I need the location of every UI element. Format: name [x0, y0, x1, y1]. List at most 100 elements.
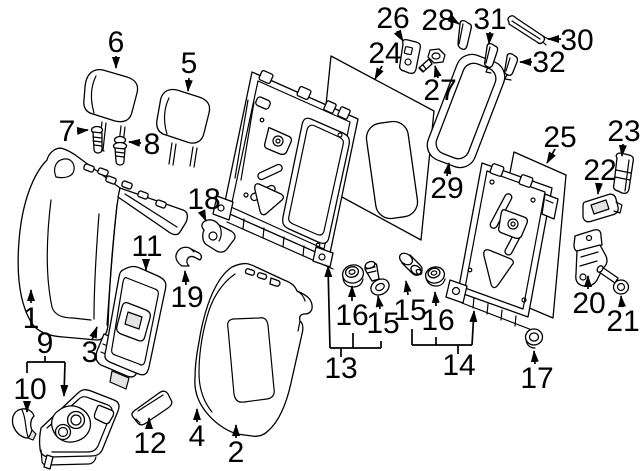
leader-arrow: [403, 280, 412, 296]
part-24-back-panel-left: [317, 55, 435, 241]
part-16-bushing-right: [424, 266, 446, 287]
callout-label-32[interactable]: 32: [532, 46, 565, 79]
callout-16-right[interactable]: 16: [421, 291, 455, 337]
part-30-retaining-rod: [507, 15, 549, 46]
callout-24[interactable]: 24: [368, 37, 402, 80]
callout-label-28[interactable]: 28: [421, 4, 454, 37]
callout-label-4[interactable]: 4: [189, 420, 206, 453]
callout-label-10[interactable]: 10: [13, 373, 46, 406]
callout-label-23[interactable]: 23: [607, 115, 640, 148]
part-27-hex-bolt: [418, 48, 446, 73]
callout-1[interactable]: 1: [23, 289, 40, 335]
part-1-seat-back-cover-left: [17, 147, 189, 341]
callout-25[interactable]: 25: [543, 121, 577, 164]
callout-label-12[interactable]: 12: [133, 427, 166, 460]
callout-27[interactable]: 27: [423, 65, 457, 107]
callout-label-20[interactable]: 20: [572, 287, 605, 320]
leader-arrow: [530, 350, 539, 365]
callout-21[interactable]: 21: [606, 295, 640, 338]
part-26-small-bracket: [398, 38, 422, 75]
callout-label-26[interactable]: 26: [376, 2, 409, 35]
leader-arrow: [595, 182, 603, 195]
leader-arrow: [546, 148, 556, 164]
callout-23[interactable]: 23: [607, 115, 640, 157]
callout-5[interactable]: 5: [181, 47, 198, 92]
callout-15-left[interactable]: 15: [366, 295, 400, 340]
callout-label-2[interactable]: 2: [228, 436, 245, 469]
callout-label-21[interactable]: 21: [606, 305, 639, 338]
callout-11[interactable]: 11: [131, 230, 163, 271]
callout-31[interactable]: 31: [473, 3, 507, 45]
callout-26[interactable]: 26: [376, 2, 410, 42]
leader-arrow: [197, 209, 207, 222]
callout-label-7[interactable]: 7: [59, 115, 76, 148]
callout-32[interactable]: 32: [519, 46, 566, 79]
callout-22[interactable]: 22: [583, 154, 617, 195]
part-17-grommet: [524, 328, 544, 349]
callout-19[interactable]: 19: [170, 270, 204, 314]
callout-label-17[interactable]: 17: [520, 362, 553, 395]
callout-label-27[interactable]: 27: [423, 74, 456, 107]
callout-label-25[interactable]: 25: [543, 121, 576, 154]
part-10-trim-wedge: [11, 408, 37, 441]
callout-label-29[interactable]: 29: [430, 172, 463, 205]
callout-7[interactable]: 7: [59, 115, 89, 148]
callout-16-left[interactable]: 16: [335, 285, 369, 332]
callout-14[interactable]: 14: [411, 310, 478, 382]
part-15-pivot-bolt-left: [364, 260, 390, 296]
leader-arrow: [374, 65, 384, 80]
callout-label-8[interactable]: 8: [144, 128, 161, 161]
part-18-bracket: [201, 219, 236, 253]
leader-arrow: [469, 310, 478, 346]
part-9-cup-holder: [38, 389, 120, 470]
leader-arrow: [443, 162, 452, 177]
callout-label-22[interactable]: 22: [583, 154, 616, 187]
leader-arrow: [181, 270, 190, 286]
callout-20[interactable]: 20: [572, 275, 606, 320]
part-15-pivot-bolt-right: [398, 252, 423, 276]
bracket-line: [26, 356, 65, 373]
callout-label-16[interactable]: 16: [335, 299, 368, 332]
callout-30[interactable]: 30: [547, 24, 594, 57]
part-8-headrest-guide-lock: [112, 135, 128, 166]
callout-label-13[interactable]: 13: [324, 352, 357, 385]
callout-15-right[interactable]: 15: [393, 280, 427, 327]
callout-label-15[interactable]: 15: [366, 307, 399, 340]
callout-3[interactable]: 3: [82, 326, 99, 369]
callout-17[interactable]: 17: [520, 350, 554, 395]
callout-label-30[interactable]: 30: [560, 24, 593, 57]
part-5-headrest-right: [156, 88, 211, 168]
part-12-trim-pad: [131, 390, 173, 426]
callout-label-14[interactable]: 14: [442, 349, 475, 382]
callout-4[interactable]: 4: [189, 408, 206, 453]
callout-label-16[interactable]: 16: [421, 304, 454, 337]
callout-10[interactable]: 10: [13, 373, 47, 413]
callout-6[interactable]: 6: [108, 26, 125, 69]
callout-label-1[interactable]: 1: [23, 302, 40, 335]
callout-label-5[interactable]: 5: [181, 47, 198, 80]
callout-label-24[interactable]: 24: [368, 37, 401, 70]
leader-arrow: [447, 14, 460, 25]
cup-opening: [54, 423, 72, 441]
callout-13[interactable]: 13: [324, 265, 382, 385]
callout-label-15[interactable]: 15: [393, 294, 426, 327]
callout-label-18[interactable]: 18: [187, 183, 220, 216]
callout-label-31[interactable]: 31: [473, 3, 506, 36]
part-7-headrest-guide: [90, 125, 104, 154]
callout-label-6[interactable]: 6: [108, 26, 125, 59]
callout-29[interactable]: 29: [430, 162, 464, 205]
callout-9[interactable]: 9: [26, 327, 69, 397]
callout-2[interactable]: 2: [228, 424, 245, 469]
cup-opening: [66, 410, 86, 430]
callout-label-9[interactable]: 9: [37, 327, 54, 360]
callout-label-19[interactable]: 19: [170, 281, 203, 314]
callout-label-11[interactable]: 11: [131, 230, 162, 263]
callout-28[interactable]: 28: [421, 4, 460, 37]
leader-arrow: [89, 326, 98, 341]
callout-8[interactable]: 8: [128, 128, 161, 161]
callout-label-3[interactable]: 3: [82, 336, 99, 369]
callout-18[interactable]: 18: [187, 183, 221, 222]
callout-12[interactable]: 12: [133, 417, 167, 460]
